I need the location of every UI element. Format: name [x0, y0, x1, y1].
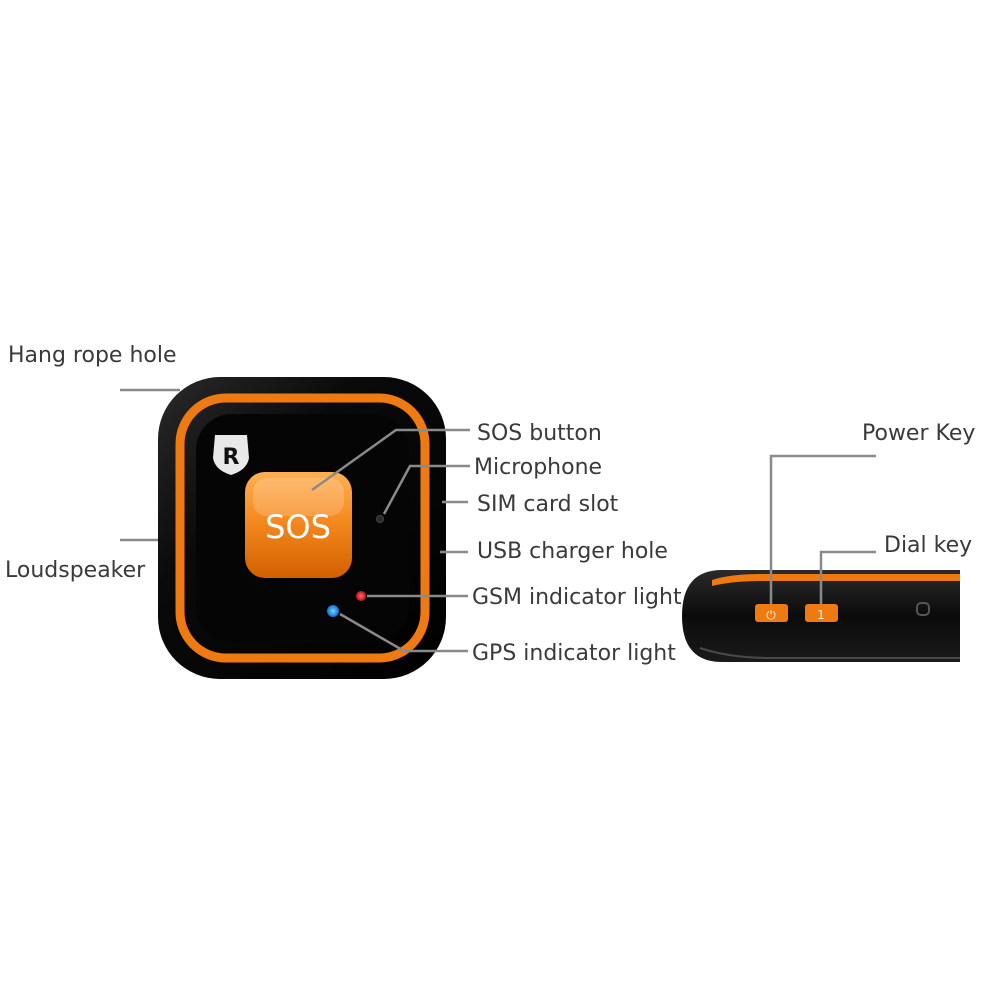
orange-rim — [175, 393, 430, 663]
gps-indicator-light — [327, 605, 339, 617]
power-key-icon: ⏻ — [766, 608, 776, 622]
leader-gps-indicator-light — [339, 612, 468, 653]
side-device: ⏻ 1 — [682, 570, 960, 662]
side-orange-stripe — [712, 574, 960, 586]
sos-button-label: SOS — [265, 508, 331, 546]
logo-letter: R — [223, 445, 240, 470]
brand-logo: R — [213, 435, 249, 475]
label-gsm-indicator-light: GSM indicator light — [472, 585, 682, 610]
label-usb-charger-hole: USB charger hole — [477, 539, 668, 564]
side-port-slot — [916, 602, 930, 616]
label-hang-rope-hole: Hang rope hole — [8, 343, 177, 368]
label-microphone: Microphone — [474, 455, 602, 480]
logo-shield-icon — [213, 435, 249, 475]
label-dial-key: Dial key — [884, 533, 972, 558]
dial-key-icon: 1 — [817, 608, 825, 622]
sos-button-highlight — [253, 478, 344, 516]
leader-microphone — [382, 464, 470, 515]
label-sos-button: SOS button — [477, 421, 602, 446]
leader-sos-button — [311, 428, 470, 492]
sos-button[interactable]: SOS — [245, 472, 352, 578]
leader-power-key — [769, 454, 876, 604]
gsm-indicator-light — [356, 591, 366, 601]
labels: Hang rope hole Loudspeaker SOS button Mi… — [5, 343, 975, 666]
leader-dial-key — [819, 550, 876, 604]
label-gps-indicator-light: GPS indicator light — [472, 641, 676, 666]
side-bottom-highlight — [699, 647, 960, 659]
leader-lines — [120, 388, 876, 653]
label-sim-card-slot: SIM card slot — [477, 492, 619, 517]
front-device: R SOS — [158, 377, 446, 679]
power-key[interactable] — [755, 604, 788, 622]
dial-key[interactable] — [805, 604, 838, 622]
microphone-hole — [376, 515, 384, 523]
label-loudspeaker: Loudspeaker — [5, 558, 146, 583]
sos-button-face[interactable] — [245, 472, 352, 578]
label-power-key: Power Key — [862, 421, 975, 446]
